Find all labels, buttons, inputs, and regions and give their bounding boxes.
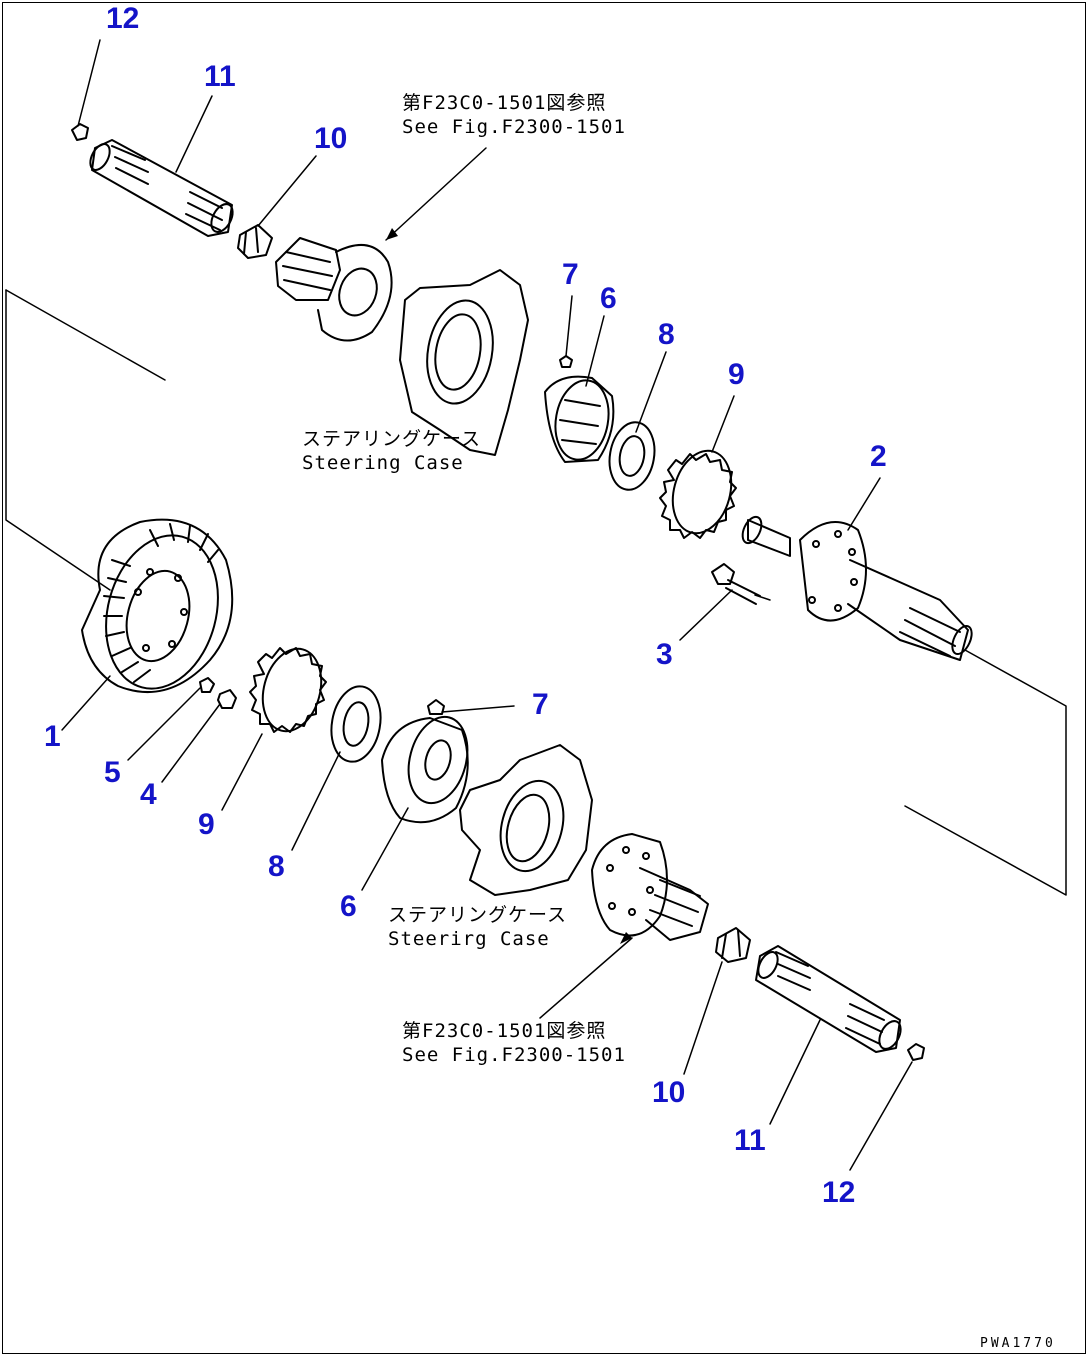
callout-10-bottom: 10: [652, 1076, 686, 1109]
callout-4: 4: [140, 778, 157, 811]
part-10-nut-bottom: [715, 927, 751, 963]
hub-shaft-bottom: [591, 833, 709, 941]
part-2-shaft: [741, 515, 973, 661]
note-see-fig-bottom-en: See Fig.F2300-1501: [402, 1044, 626, 1066]
part-5-bolt: [199, 677, 215, 693]
note-see-fig-bottom-jp: 第F23C0-1501図参照: [402, 1020, 607, 1042]
part-8-bearing-bottom: [330, 685, 382, 763]
part-6-cage-bottom: [381, 715, 469, 824]
leader-lines: [61, 39, 913, 1171]
note-steering-case-bottom-jp: ステアリングケース: [388, 904, 568, 926]
callout-11-top: 11: [204, 60, 236, 93]
part-10-nut-top: [237, 224, 273, 259]
part-9-shim-bottom: [249, 647, 327, 733]
part-3-bolt: [711, 563, 761, 605]
hub-shaft-top: [275, 237, 393, 342]
part-12-pin-top: [71, 123, 89, 141]
note-see-fig-top-en: See Fig.F2300-1501: [402, 116, 626, 138]
callout-8-bottom: 8: [268, 850, 285, 883]
callout-3: 3: [656, 638, 673, 671]
callout-11-bottom: 11: [734, 1124, 766, 1157]
part-12-pin-bottom: [907, 1043, 925, 1061]
steering-case-bottom: [459, 744, 593, 896]
callout-9-top: 9: [728, 358, 745, 391]
callout-6-bottom: 6: [340, 890, 357, 923]
part-7-bolt-top: [559, 355, 573, 368]
callout-7-bottom: 7: [532, 688, 549, 721]
part-9-shim-top: [659, 449, 737, 539]
callout-10-top: 10: [314, 122, 348, 155]
callout-12-top: 12: [106, 2, 140, 35]
part-1-bevel-gear: [81, 518, 234, 693]
note-see-fig-top-jp: 第F23C0-1501図参照: [402, 92, 607, 114]
callout-7-top: 7: [562, 258, 579, 291]
callout-5: 5: [104, 756, 121, 789]
part-6-cage-top: [544, 375, 615, 463]
note-steering-case-top-en: Steering Case: [302, 452, 464, 474]
part-8-bearing-top: [608, 421, 656, 491]
guide-lines: [5, 289, 1067, 896]
part-7-bolt-bottom: [427, 699, 445, 715]
drawing-code: PWA1770: [980, 1336, 1056, 1351]
arrowheads: [386, 228, 632, 944]
callout-8-top: 8: [658, 318, 675, 351]
part-4-nut: [217, 689, 237, 709]
note-steering-case-bottom-en: Steerirg Case: [388, 928, 550, 950]
callout-12-bottom: 12: [822, 1176, 856, 1209]
callout-9-bottom: 9: [198, 808, 215, 841]
callout-6-top: 6: [600, 282, 617, 315]
callout-1: 1: [44, 720, 61, 753]
part-11-shaft-top: [89, 139, 234, 237]
steering-case-top: [399, 269, 529, 456]
part-11-shaft-bottom: [755, 945, 902, 1053]
note-steering-case-top-jp: ステアリングケース: [302, 428, 482, 450]
callout-2: 2: [870, 440, 887, 473]
